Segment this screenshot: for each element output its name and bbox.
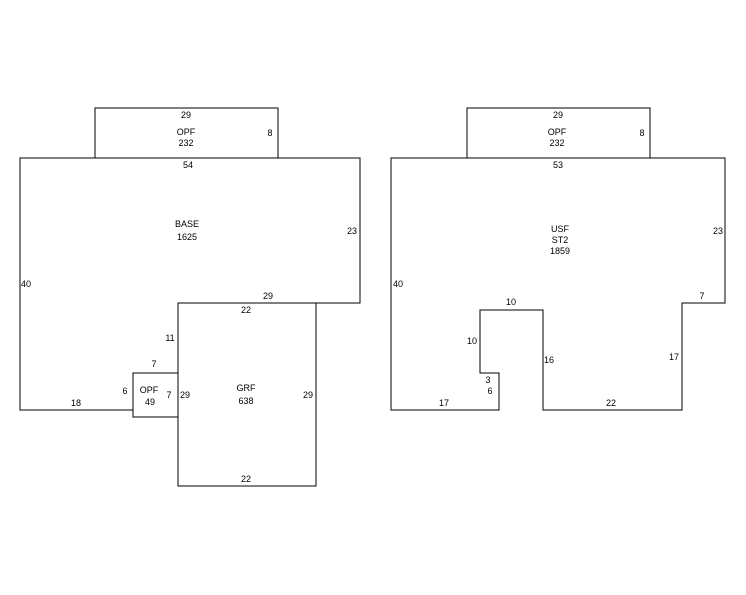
left-opf-small-outline bbox=[132, 372, 179, 418]
right-usf-dim-step-right: 7 bbox=[699, 291, 704, 301]
left-grf-area: 638 bbox=[238, 396, 253, 406]
right-opf-top-dim-top: 29 bbox=[553, 110, 563, 120]
left-grf-outline bbox=[177, 302, 317, 487]
left-base-dim-top: 54 bbox=[183, 160, 193, 170]
right-opf-top-dim-right: 8 bbox=[639, 128, 644, 138]
left-base-outline-b bbox=[95, 157, 361, 373]
left-base-dim-inner-vertical: 11 bbox=[165, 333, 174, 343]
left-opf-small-dim-right: 7 bbox=[166, 390, 171, 400]
right-usf-dim-top: 53 bbox=[553, 160, 563, 170]
left-grf-dim-right: 29 bbox=[303, 390, 313, 400]
right-usf-dim-right: 23 bbox=[713, 226, 723, 236]
left-grf-dim-top: 22 bbox=[241, 305, 251, 315]
right-usf-label: USF bbox=[551, 224, 570, 234]
left-opf-top-dim-top: 29 bbox=[181, 110, 191, 120]
left-base-outline-a bbox=[19, 157, 133, 411]
left-base-area: 1625 bbox=[177, 232, 197, 242]
right-usf-dim-notch-small-h: 6 bbox=[487, 386, 492, 396]
left-grf-dim-left: 29 bbox=[180, 390, 190, 400]
left-base-dim-step-right: 29 bbox=[263, 291, 273, 301]
left-opf-top-area: 232 bbox=[178, 138, 193, 148]
right-usf-dim-bottom-right: 22 bbox=[606, 398, 616, 408]
right-usf-dim-right-lower: 17 bbox=[669, 352, 679, 362]
left-grf-label: GRF bbox=[237, 383, 257, 393]
right-usf-outline bbox=[390, 157, 726, 411]
left-opf-top-label: OPF bbox=[177, 127, 196, 137]
right-sketch: 29 OPF 232 8 53 USF ST2 1859 23 40 17 7 … bbox=[390, 107, 726, 411]
right-opf-top-area: 232 bbox=[549, 138, 564, 148]
left-sketch: 29 OPF 232 8 54 BASE 1625 23 40 18 29 11… bbox=[19, 107, 361, 487]
right-usf-dim-bottom-left: 17 bbox=[439, 398, 449, 408]
left-opf-top-dim-right: 8 bbox=[267, 128, 272, 138]
right-usf-dim-notch-top: 10 bbox=[506, 297, 516, 307]
left-base-dim-bottom: 18 bbox=[71, 398, 81, 408]
left-opf-small-label: OPF bbox=[140, 385, 159, 395]
left-base-dim-left: 40 bbox=[21, 279, 31, 289]
right-usf-dim-left: 40 bbox=[393, 279, 403, 289]
left-opf-small-area: 49 bbox=[145, 397, 155, 407]
right-usf-dim-notch-small-v: 3 bbox=[485, 375, 490, 385]
right-opf-top-label: OPF bbox=[548, 127, 567, 137]
right-usf-dim-notch-left: 10 bbox=[467, 336, 477, 346]
left-opf-small-dim-top: 7 bbox=[151, 359, 156, 369]
left-base-dim-right: 23 bbox=[347, 226, 357, 236]
left-opf-small-dim-left: 6 bbox=[122, 386, 127, 396]
right-usf-area: 1859 bbox=[550, 246, 570, 256]
left-base-label: BASE bbox=[175, 219, 199, 229]
left-grf-dim-bottom: 22 bbox=[241, 474, 251, 484]
right-usf-sublabel: ST2 bbox=[552, 235, 569, 245]
right-usf-dim-notch-right: 16 bbox=[544, 355, 554, 365]
